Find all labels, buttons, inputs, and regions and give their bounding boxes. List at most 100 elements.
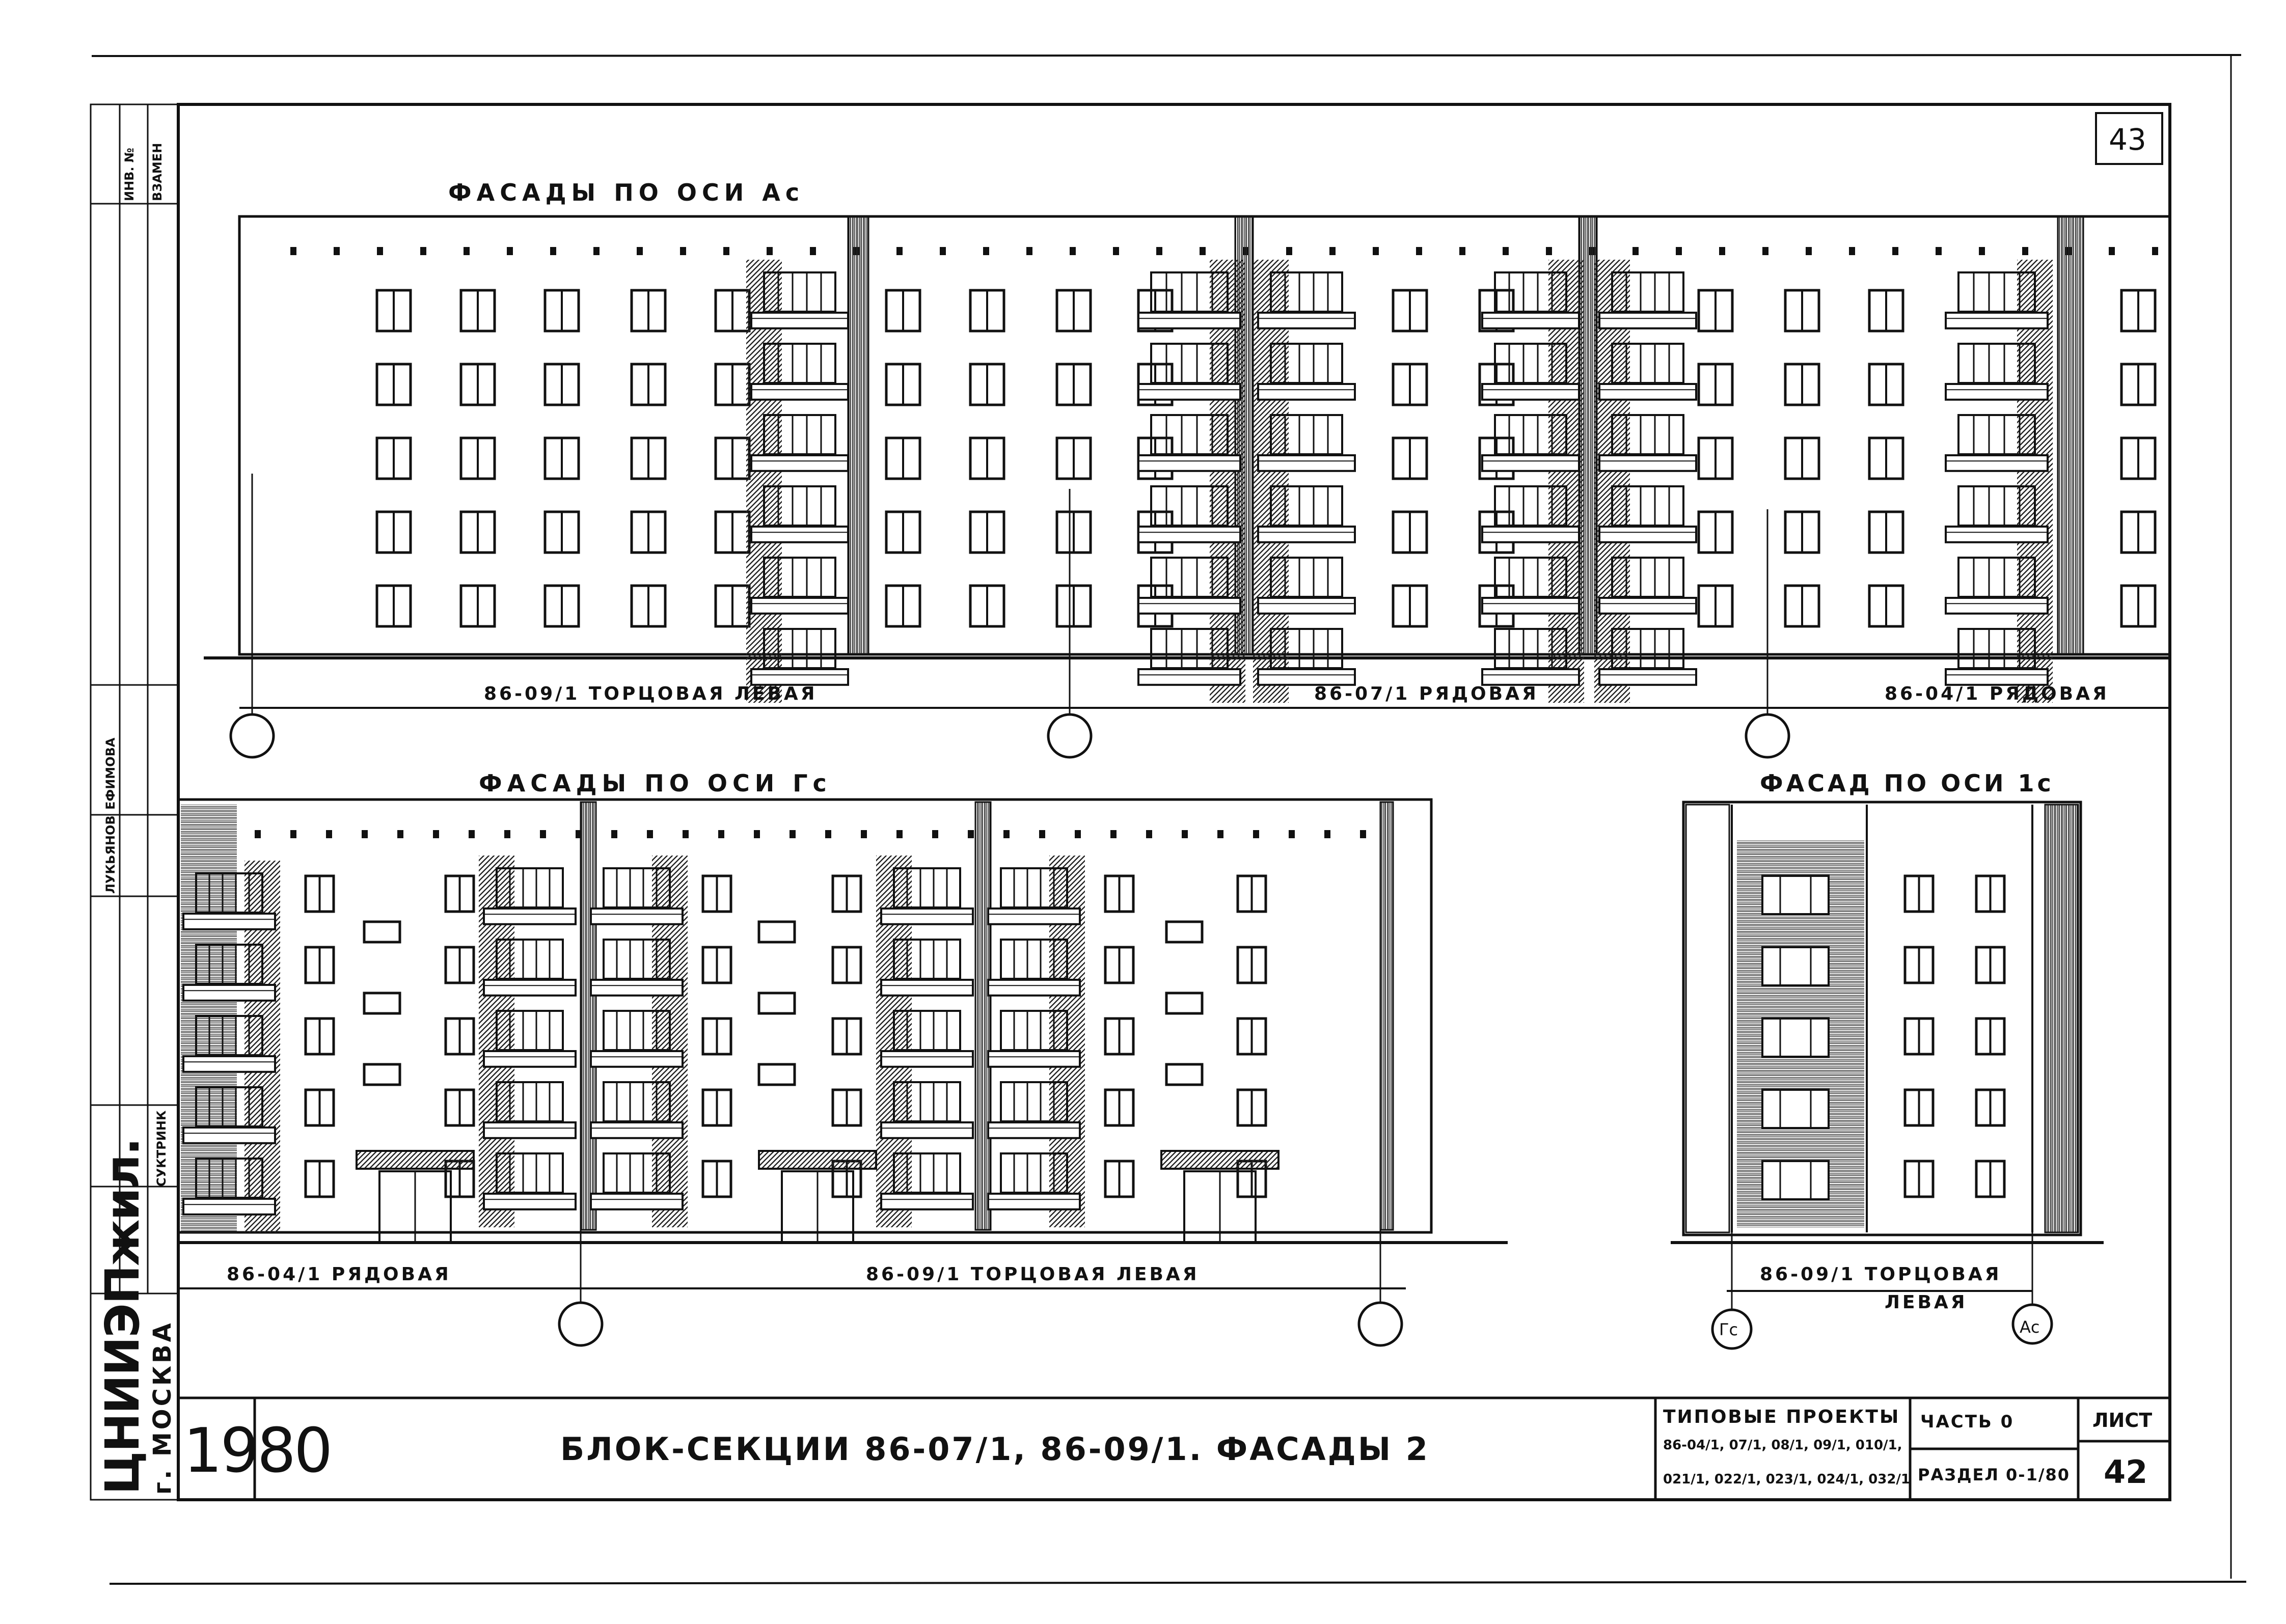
- balcony-slab: [750, 383, 849, 401]
- vent-opening: [896, 247, 903, 255]
- balcony-slab: [1137, 526, 1241, 543]
- balcony-door: [1150, 485, 1229, 527]
- vent-opening: [1003, 830, 1010, 838]
- vent-opening: [683, 830, 689, 838]
- balcony-slab: [483, 979, 577, 997]
- vent-opening: [1156, 247, 1162, 255]
- vent-opening: [433, 830, 439, 838]
- balcony-slab: [182, 913, 276, 930]
- vent-opening: [290, 247, 296, 255]
- vent-opening: [1416, 247, 1422, 255]
- balcony-slab: [182, 1198, 276, 1216]
- vent-opening: [1113, 247, 1119, 255]
- vent-opening: [932, 830, 938, 838]
- stamp-replace: ВЗАМЕН: [150, 143, 165, 201]
- balcony-slab: [1945, 454, 2049, 472]
- balcony-slab: [1945, 597, 2049, 615]
- section-joint: [2057, 215, 2084, 655]
- balcony-slab: [1598, 668, 1697, 686]
- drawing-title: БЛОК-СЕКЦИИ 86-07/1, 86-09/1. ФАСАДЫ 2: [560, 1430, 1430, 1468]
- vent-opening: [464, 247, 470, 255]
- vent-opening: [647, 830, 653, 838]
- sheet-frame: [90, 54, 2247, 1585]
- section-joint: [1379, 801, 1394, 1231]
- balcony-door: [1761, 875, 1830, 915]
- stamp-inv-no: ИНВ. №: [122, 148, 137, 201]
- balcony-slab: [1137, 383, 1241, 401]
- balcony-slab: [750, 668, 849, 686]
- balcony-door: [1270, 414, 1343, 455]
- balcony-door: [1494, 414, 1567, 455]
- stamp-name-3: СУКТРИНК: [154, 1110, 169, 1187]
- year: 1980: [183, 1416, 333, 1487]
- stamp-name-1: ЕФИМОВА: [103, 737, 118, 810]
- facade-top-label-1: 86-09/1 ТОРЦОВАЯ ЛЕВАЯ: [484, 683, 818, 704]
- balcony-slab: [590, 1050, 684, 1068]
- balcony-door: [763, 628, 836, 669]
- balcony-slab: [987, 907, 1081, 925]
- balcony-slab: [880, 1050, 974, 1068]
- axis-circle: [2011, 1303, 2053, 1345]
- balcony-slab: [1257, 454, 1356, 472]
- vent-opening: [255, 830, 261, 838]
- vent-opening: [469, 830, 475, 838]
- balcony-door: [1761, 1160, 1830, 1200]
- balcony-slab: [182, 984, 276, 1002]
- facade-bottom-right-title: ФАСАД ПО ОСИ 1с: [1760, 769, 2054, 797]
- balcony-door: [1957, 628, 2036, 669]
- vent-opening: [1979, 247, 1985, 255]
- stair-window: [757, 1063, 796, 1086]
- balcony-slab: [987, 1121, 1081, 1139]
- balcony-slab: [182, 1126, 276, 1144]
- vent-opening: [825, 830, 831, 838]
- vent-opening: [540, 830, 546, 838]
- vent-opening: [1070, 247, 1076, 255]
- balcony-door: [1150, 271, 1229, 313]
- vent-opening: [718, 830, 724, 838]
- balcony-slab: [1598, 312, 1697, 329]
- facade-bottom-left: [177, 798, 1508, 1289]
- balcony-door: [1957, 414, 2036, 455]
- balcony-door: [496, 867, 564, 909]
- balcony-slab: [987, 979, 1081, 997]
- balcony-door: [1150, 414, 1229, 455]
- balcony-slab: [1481, 668, 1580, 686]
- end-wall-strip: [1685, 804, 1730, 1233]
- vent-opening: [1289, 830, 1295, 838]
- vent-opening: [1373, 247, 1379, 255]
- vent-opening: [1039, 830, 1045, 838]
- axis-circle: [1047, 713, 1093, 759]
- vent-opening: [611, 830, 617, 838]
- balcony-slab: [1137, 454, 1241, 472]
- stair-window: [1165, 1063, 1204, 1086]
- balcony-door: [1957, 557, 2036, 598]
- balcony-door: [1494, 343, 1567, 384]
- balcony-door: [1270, 271, 1343, 313]
- balcony-door: [1761, 1017, 1830, 1058]
- city: г. МОСКВА: [148, 1320, 177, 1495]
- vent-opening: [1324, 830, 1330, 838]
- vent-opening: [861, 830, 867, 838]
- vent-opening: [680, 247, 686, 255]
- balcony-door: [1000, 939, 1068, 980]
- balcony-door: [1494, 485, 1567, 527]
- balcony-door: [1761, 946, 1830, 986]
- balcony-slab: [590, 907, 684, 925]
- balcony-slab: [1598, 454, 1697, 472]
- vent-opening: [968, 830, 974, 838]
- stair-window: [1165, 920, 1204, 944]
- facade-top-label-2: 86-07/1 РЯДОВАЯ: [1314, 683, 1539, 704]
- axis-circle: [1357, 1301, 1403, 1347]
- balcony-door: [195, 872, 263, 914]
- vent-opening: [362, 830, 368, 838]
- vent-opening: [2022, 247, 2028, 255]
- balcony-slab: [1257, 383, 1356, 401]
- vent-opening: [1075, 830, 1081, 838]
- vent-opening: [550, 247, 556, 255]
- stair-window: [363, 920, 401, 944]
- vent-opening: [377, 247, 383, 255]
- balcony-slab: [750, 526, 849, 543]
- vent-opening: [290, 830, 296, 838]
- balcony-slab: [880, 907, 974, 925]
- balcony-slab: [1481, 312, 1580, 329]
